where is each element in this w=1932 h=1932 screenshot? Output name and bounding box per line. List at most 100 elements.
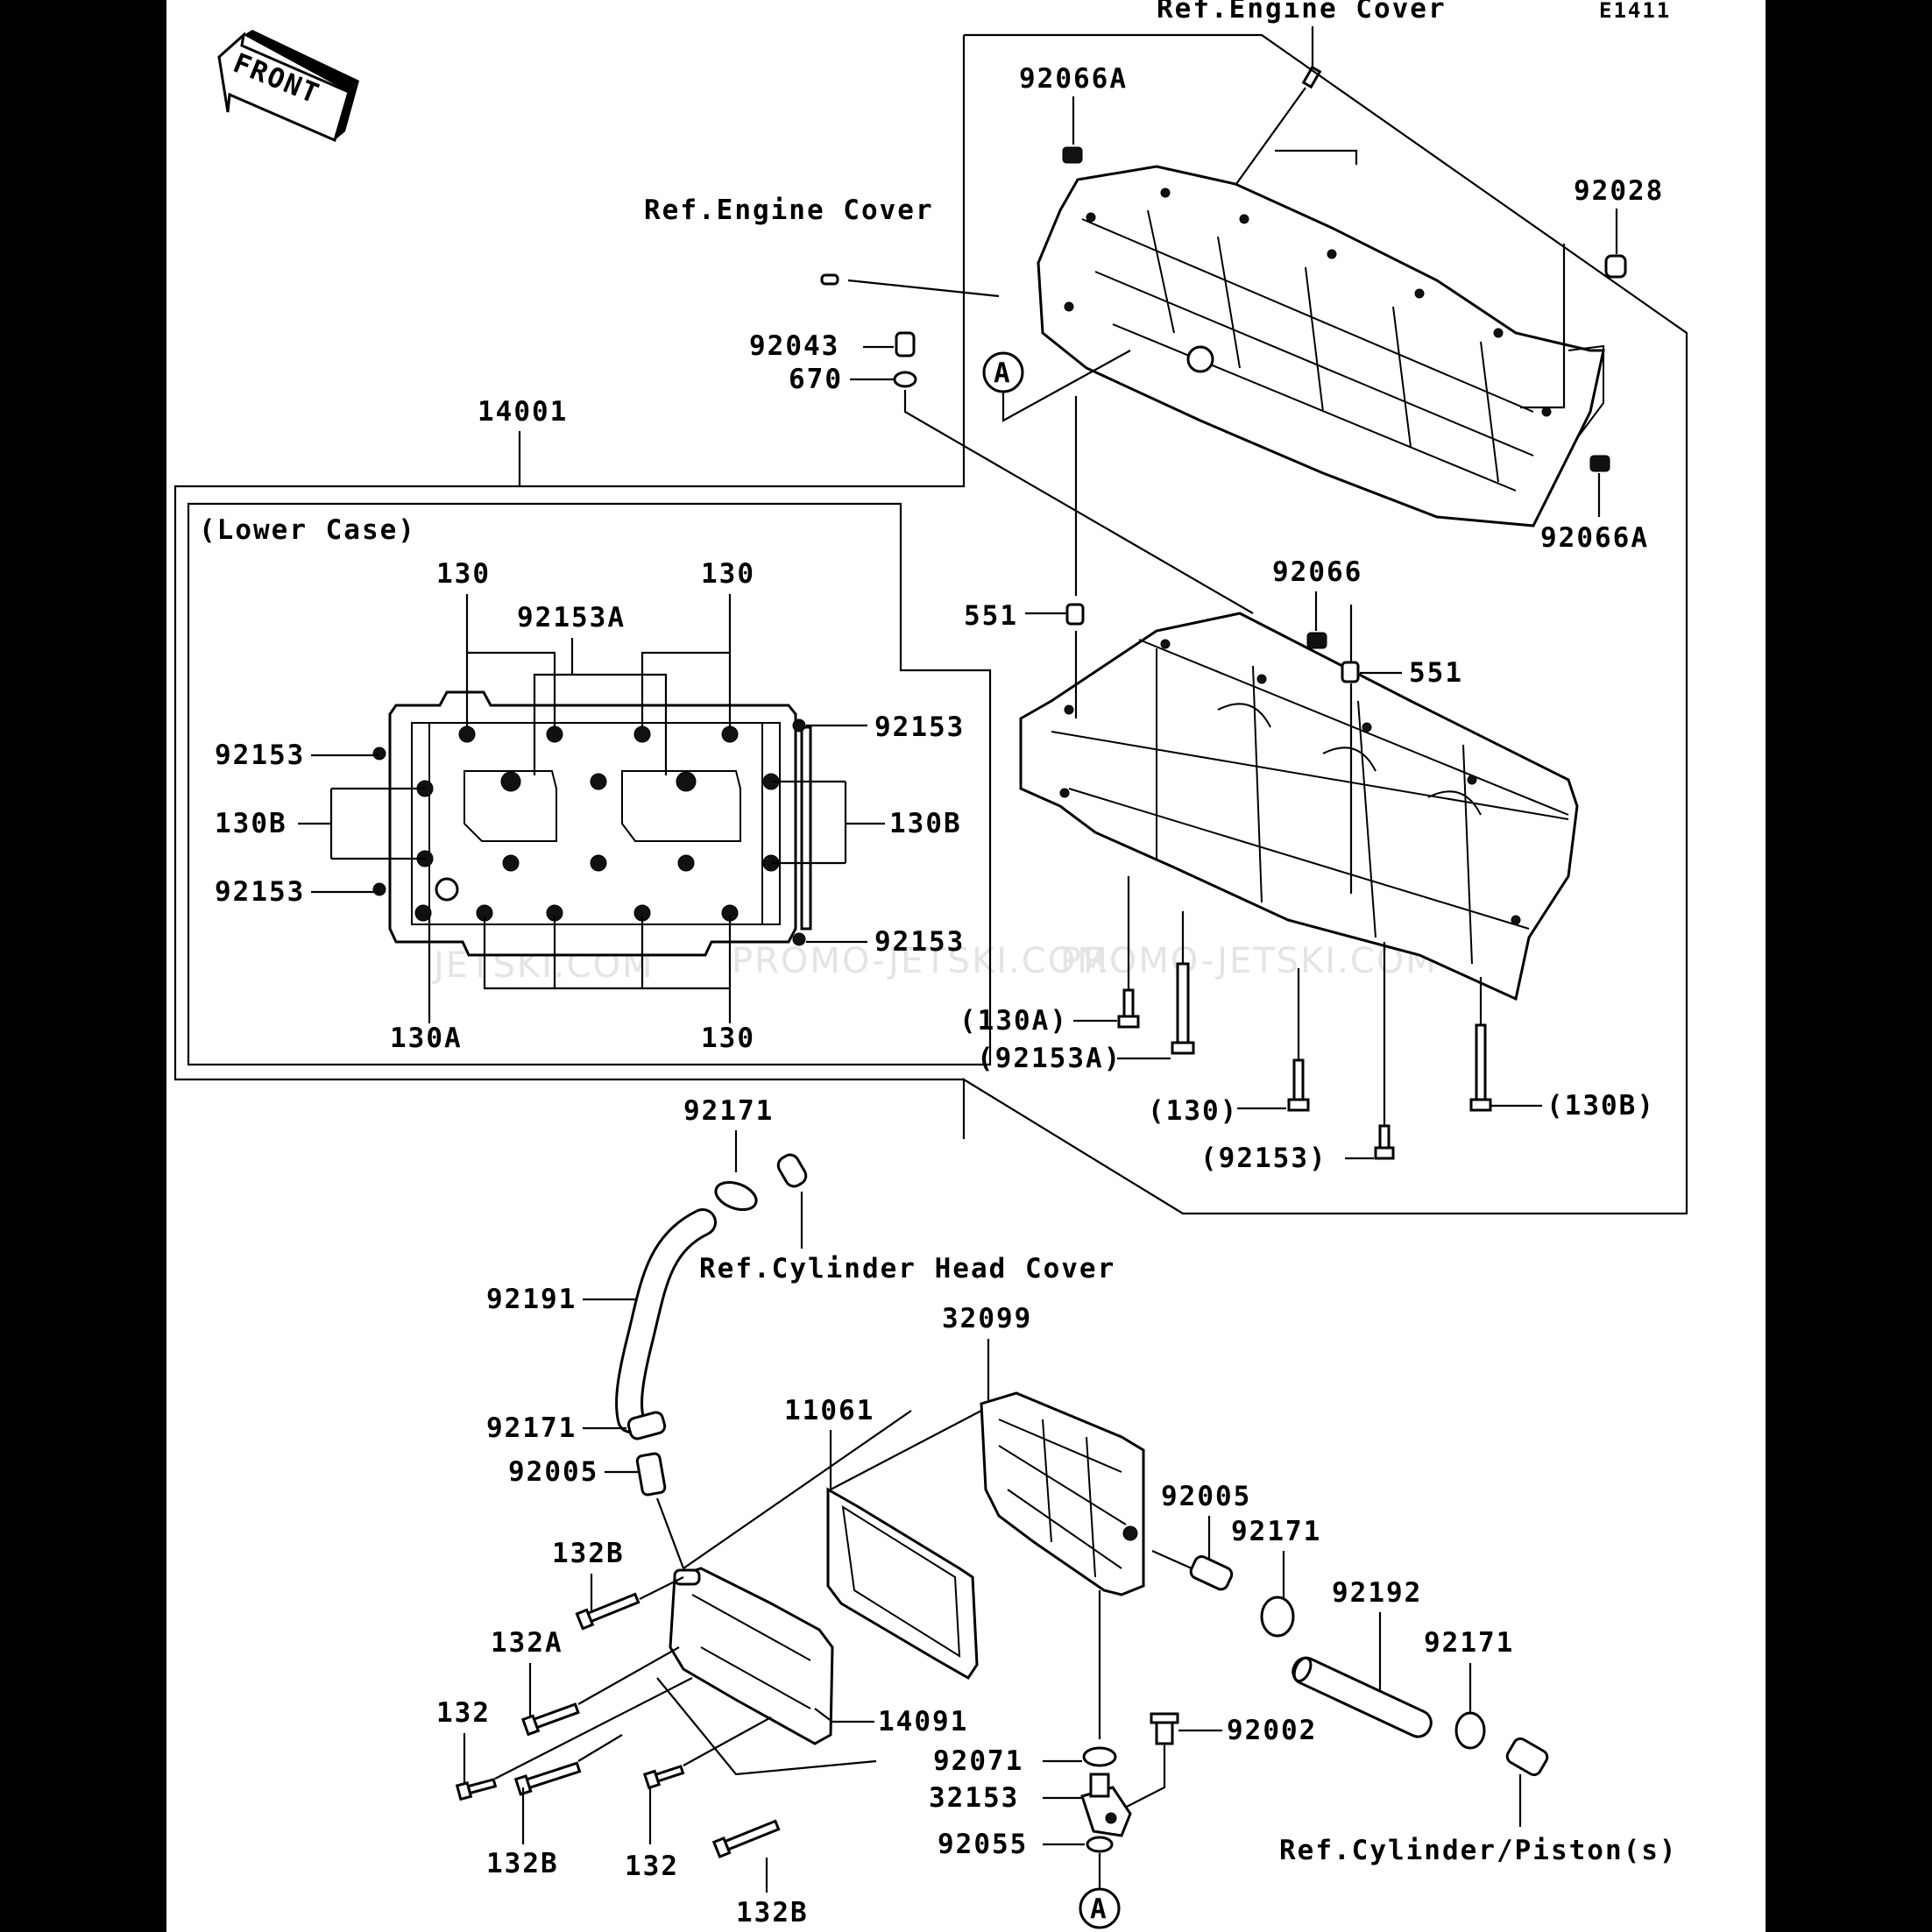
bolt-92153: [1374, 942, 1395, 1160]
leader-line: [1043, 1843, 1101, 1888]
diagram-code: E1411: [1599, 0, 1671, 23]
dowel-551-left: [1065, 603, 1085, 626]
leader-line: [494, 1677, 693, 1780]
bolt-92002-head: [1150, 1712, 1179, 1724]
lc-92153-bottom-right: 92153: [874, 926, 965, 958]
leader-line: [683, 1410, 912, 1569]
lc-130A: 130A: [390, 1023, 463, 1054]
lc-130B-right: 130B: [889, 808, 962, 839]
bolt-132-left: [455, 1778, 498, 1801]
upper-crankcase: [1037, 165, 1605, 527]
ref-cylinder-head-cover: Ref.Cylinder Head Cover: [699, 1253, 1115, 1284]
leader-line: [683, 1716, 772, 1766]
lc-130-left: 130: [436, 558, 491, 590]
lc-92153A: 92153A: [517, 602, 626, 633]
leader-line: [639, 1576, 684, 1600]
clamp-92171-right: [1260, 1596, 1295, 1638]
part-132-left: 132: [436, 1697, 491, 1729]
o-ring-92055: [1086, 1836, 1114, 1853]
part-11061: 11061: [784, 1395, 874, 1426]
bolt-92153A: [1171, 911, 1195, 1055]
diagram-sheet: JETSKI.COM PROMO-JETSKI.COM PROMO-JETSKI…: [166, 0, 1766, 1932]
part-132B-bottom: 132B: [736, 1897, 809, 1928]
dowel-pin-side: [820, 273, 839, 286]
ref-cylinder-piston: Ref.Cylinder/Piston(s): [1279, 1835, 1678, 1866]
part-132B-top: 132B: [552, 1538, 625, 1569]
cover-14091-detail: [691, 1594, 811, 1709]
part-92171-top: 92171: [683, 1095, 774, 1127]
front-arrow-icon: FRONT: [217, 30, 359, 143]
bolt-130B: [1469, 977, 1492, 1112]
watermark-2: PROMO-JETSKI.COM: [732, 941, 1109, 981]
part-92066: 92066: [1272, 556, 1362, 588]
clamp-92171-top: [714, 1180, 758, 1212]
bolt-label-92153A: (92153A): [977, 1043, 1122, 1074]
part-92002: 92002: [1227, 1715, 1317, 1746]
leader-line: [903, 390, 1254, 614]
fitting-92005-right: [1189, 1555, 1234, 1591]
leader-line: [655, 1497, 685, 1569]
leader-line: [1520, 244, 1566, 409]
lower-crankcase: [1019, 612, 1579, 1001]
part-92192: 92192: [1332, 1577, 1422, 1609]
leader-line: [1224, 87, 1358, 201]
outer-frame: [173, 35, 966, 1081]
lc-130-bottom: 130: [701, 1023, 755, 1054]
fitting-cylinder-piston: [1505, 1737, 1549, 1777]
lower-case-frame: [187, 502, 992, 1066]
part-132A: 132A: [491, 1627, 563, 1659]
lc-92153-mid-left: 92153: [215, 876, 305, 908]
bolt-132B-left: [513, 1761, 582, 1796]
bolt-130A: [1117, 876, 1140, 1029]
lc-130-right: 130: [701, 558, 755, 590]
nut-92066A-top: [1062, 146, 1083, 164]
lc-92153-top-left: 92153: [215, 740, 305, 771]
gasket-11061: [826, 1487, 979, 1680]
bolt-132-bottom: [642, 1765, 685, 1790]
leader-line: [1349, 605, 1402, 894]
bolt-label-130B: (130B): [1546, 1090, 1655, 1122]
callout-a-bottom: A: [1090, 1893, 1108, 1925]
ref-engine-cover-top: Ref.Engine Cover: [1157, 0, 1447, 25]
part-14001: 14001: [478, 396, 568, 428]
lc-92153-top-right: 92153: [874, 711, 965, 743]
part-670: 670: [789, 364, 843, 395]
nut-92066A-right: [1589, 455, 1610, 472]
bolt-130: [1287, 968, 1310, 1112]
washer-92071: [1082, 1746, 1117, 1767]
part-132B-left: 132B: [486, 1848, 559, 1879]
part-92171-mid: 92171: [486, 1412, 577, 1444]
bushing-92028: [1604, 254, 1627, 279]
leader-lines: [483, 916, 732, 1023]
leader-line: [830, 1410, 982, 1490]
part-92028: 92028: [1574, 175, 1664, 207]
pipe-fitting-head-cover: [776, 1153, 808, 1188]
leader-line: [1001, 350, 1131, 422]
hose-92192: [1292, 1656, 1433, 1738]
part-92043: 92043: [749, 330, 839, 362]
bolt-label-92153: (92153): [1200, 1143, 1327, 1174]
cover-14091: [669, 1567, 834, 1745]
watermark-3: PROMO-JETSKI.COM: [1060, 941, 1438, 981]
leader-line: [577, 1734, 623, 1762]
part-92066A-top: 92066A: [1019, 63, 1128, 95]
part-92071: 92071: [933, 1745, 1023, 1777]
pin-92043: [895, 331, 916, 357]
part-32153: 32153: [929, 1782, 1019, 1814]
leader-line: [1121, 1729, 1222, 1810]
o-ring-670: [893, 371, 917, 388]
part-132-bottom: 132: [625, 1851, 679, 1882]
leader-line: [577, 1646, 680, 1705]
exploded-parts-diagram: JETSKI.COM PROMO-JETSKI.COM PROMO-JETSKI…: [173, 0, 1688, 1929]
hose-92191-inner: [618, 1211, 714, 1431]
fitting-92005-left: [635, 1452, 667, 1497]
nut-92066: [1306, 632, 1327, 649]
lower-case-title: (Lower Case): [199, 514, 416, 546]
clamp-92171-mid: [626, 1411, 667, 1440]
dowel-551-right: [1341, 661, 1360, 683]
leader-line: [847, 279, 1000, 298]
clamp-92171-far: [1454, 1711, 1486, 1750]
part-92005-left: 92005: [508, 1456, 598, 1488]
part-551-right: 551: [1409, 657, 1463, 689]
callout-a-top: A: [994, 357, 1012, 389]
